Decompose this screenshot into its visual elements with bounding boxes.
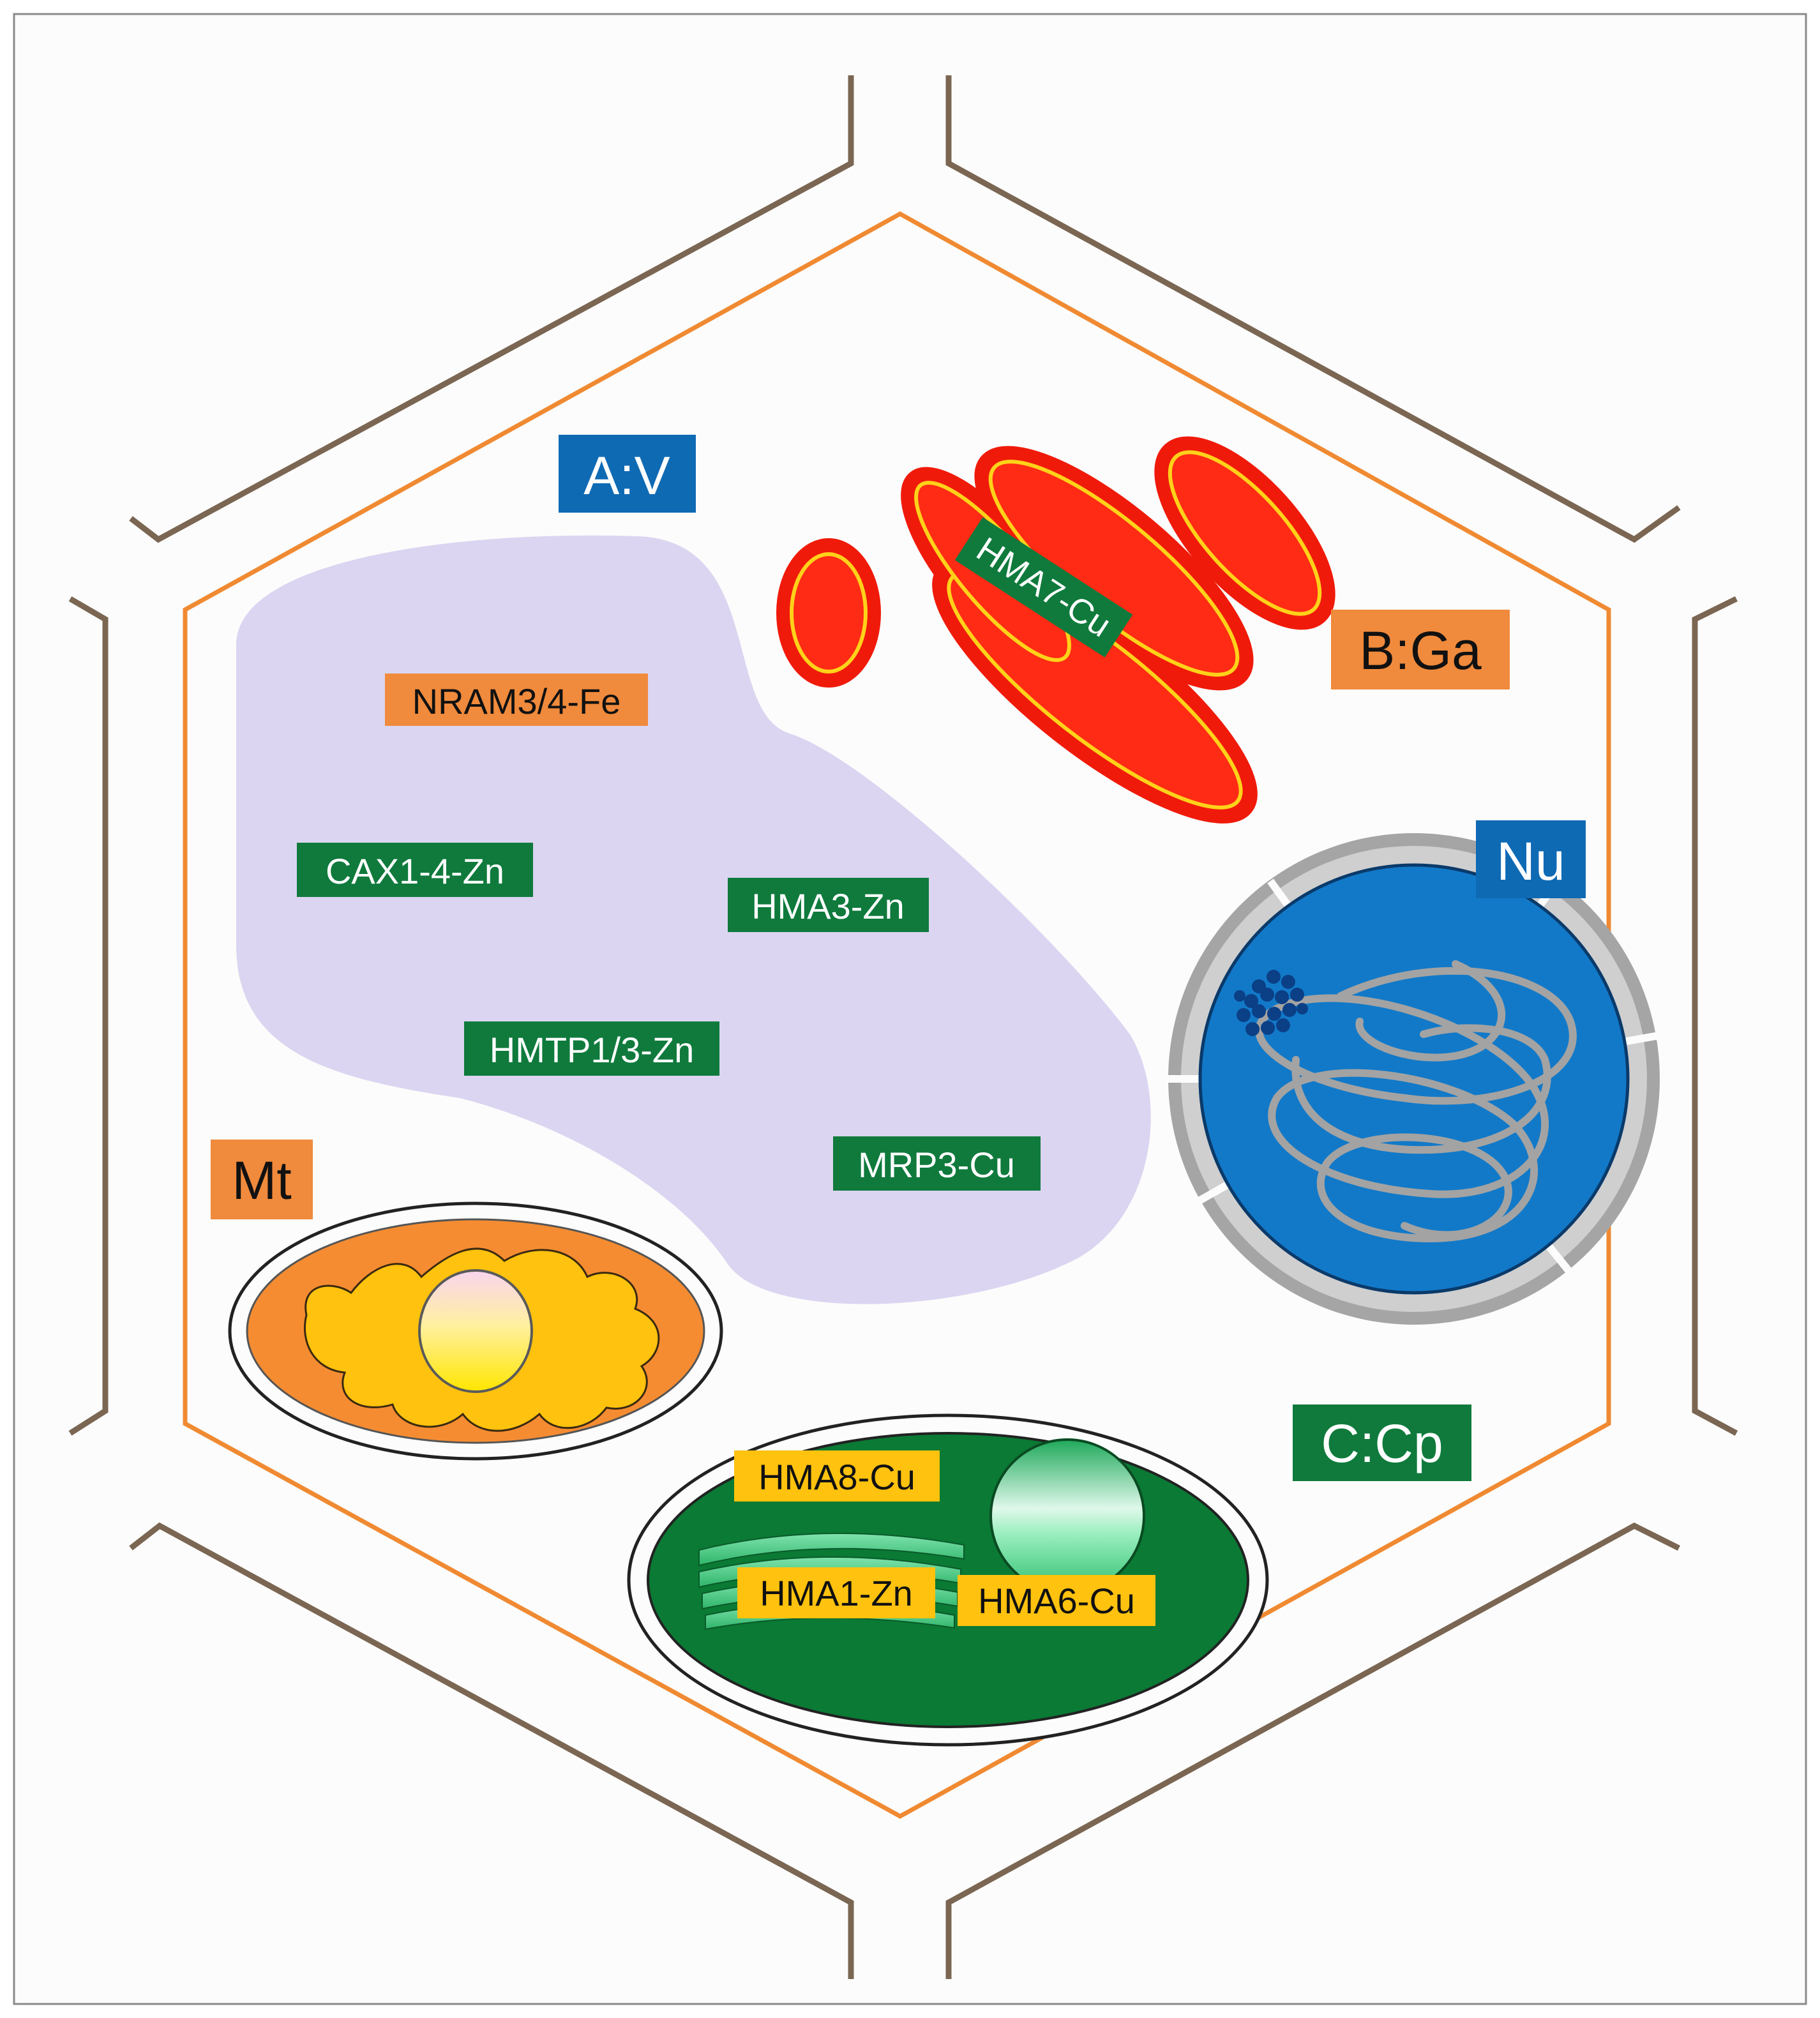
nucleolus [1234,970,1308,1036]
hma3-text: HMA3-Zn [751,886,905,926]
cax-text: CAX1-4-Zn [326,851,504,891]
golgi-apparatus [776,436,1335,824]
cell-wall [68,75,1738,1979]
chloroplast-label-box: C:Cp [1293,1404,1471,1481]
plasma-membrane [183,211,1611,1819]
hma8-text: HMA8-Cu [758,1457,915,1497]
hma3-label: HMA3-Zn [728,878,929,932]
mrp3-label: MRP3-Cu [833,1136,1041,1191]
hma1-text: HMA1-Zn [760,1573,913,1613]
mitochondrion-label: Mt [232,1150,291,1210]
hmtp-label: HMTP1/3-Zn [464,1021,719,1076]
nucleus-label-box: Nu [1476,820,1586,898]
vacuole-label-box: A:V [559,435,696,513]
chloroplast-label: C:Cp [1321,1413,1443,1473]
vacuole [236,535,1151,1304]
vacuole-label: A:V [583,446,670,506]
cax-label: CAX1-4-Zn [297,843,533,897]
chloroplast-starch-granule [989,1438,1145,1594]
hma6-text: HMA6-Cu [978,1581,1135,1621]
nram-label: NRAM3/4-Fe [385,674,648,726]
hma8-label: HMA8-Cu [734,1450,940,1502]
mrp3-text: MRP3-Cu [858,1145,1015,1185]
chromatin [1255,960,1577,1243]
golgi-label-box: B:Ga [1331,610,1510,689]
golgi-label: B:Ga [1359,621,1482,681]
hmtp-text: HMTP1/3-Zn [490,1030,695,1070]
mitochondrion [228,1201,723,1461]
nucleus [1162,833,1667,1325]
nucleus-label: Nu [1496,831,1565,891]
hma1-label: HMA1-Zn [737,1567,935,1618]
chloroplast [627,1413,1269,1747]
mitochondrion-label-box: Mt [211,1140,313,1219]
nram-text: NRAM3/4-Fe [412,681,621,721]
hma6-label: HMA6-Cu [958,1575,1155,1626]
